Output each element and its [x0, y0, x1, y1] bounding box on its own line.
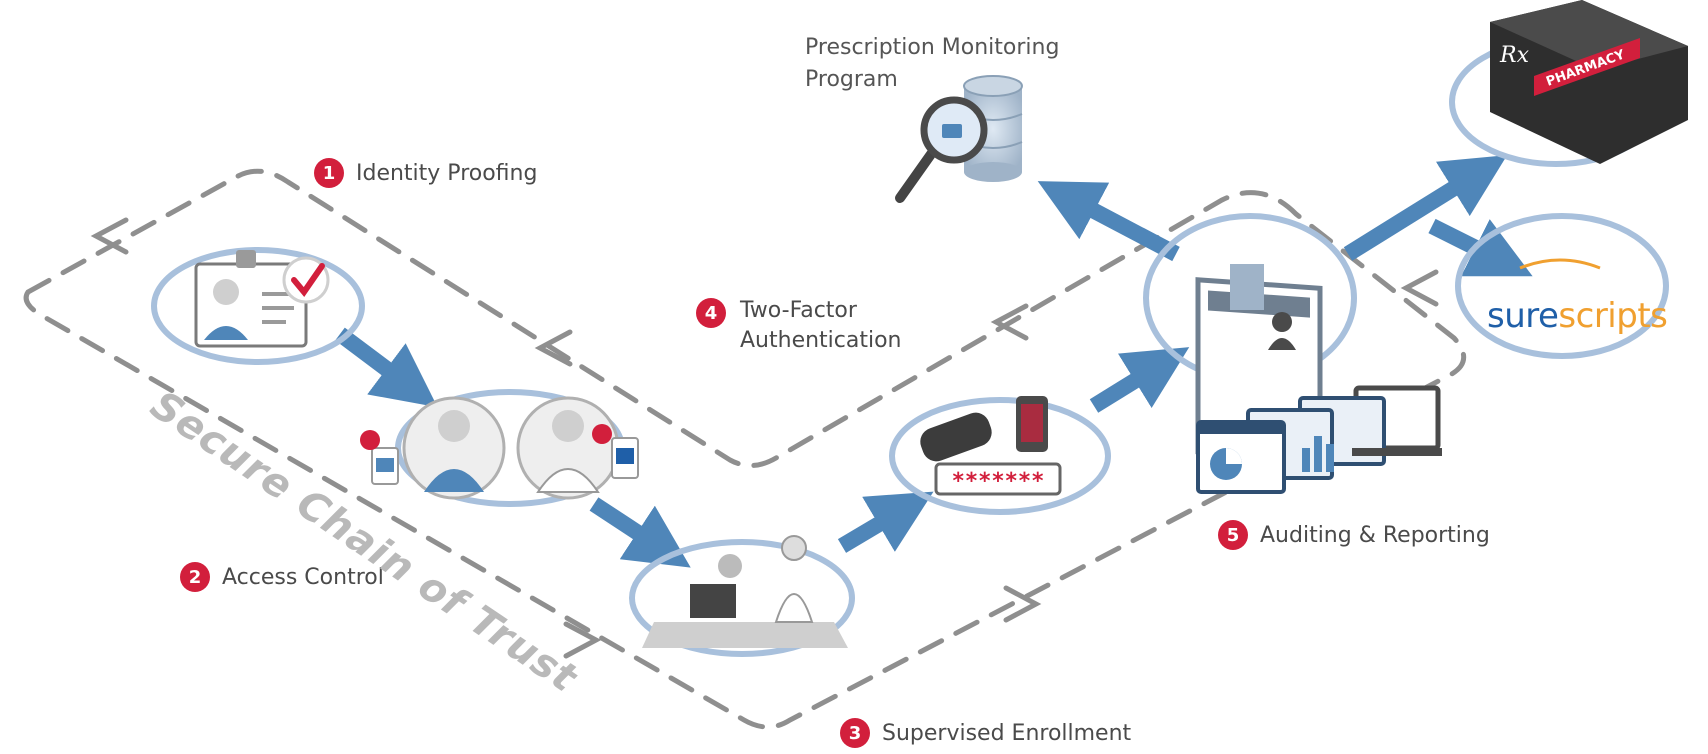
- magnifier-icon: [895, 96, 988, 203]
- reporting-screens-icon: [1196, 385, 1442, 494]
- id-card-ring: [151, 247, 365, 365]
- step-label: Access Control: [222, 564, 384, 590]
- step-auditing-reporting: 5 Auditing & Reporting: [1218, 520, 1490, 550]
- step-identity-proofing: 1 Identity Proofing: [314, 158, 537, 188]
- enrollment-ring: [629, 535, 855, 657]
- chain-chevrons: [90, 217, 1439, 659]
- pmp-label-line: Prescription Monitoring: [805, 35, 1060, 60]
- step-label: Two-Factor Authentication: [740, 296, 902, 356]
- pmp-label: Prescription Monitoring Program: [805, 32, 1059, 96]
- step-number-badge: 3: [840, 718, 870, 748]
- secure-chain-path: [23, 168, 1466, 730]
- surescripts-logo: surescripts: [1487, 296, 1668, 336]
- rx-bottle-icon: [592, 424, 639, 479]
- step-number-badge: 4: [696, 298, 726, 328]
- pmp-label-line: Program: [805, 67, 898, 92]
- rx-bottle-icon: [360, 430, 399, 485]
- surescripts-sure: sure: [1487, 296, 1559, 336]
- step-label: Identity Proofing: [356, 160, 538, 186]
- rx-symbol: Rx: [1499, 43, 1530, 68]
- step-supervised-enrollment: 3 Supervised Enrollment: [840, 718, 1131, 748]
- step-access-control: 2 Access Control: [180, 562, 384, 592]
- step-label: Supervised Enrollment: [882, 720, 1132, 746]
- pharmacy-building-icon: PHARMACY Rx: [1490, 0, 1688, 164]
- surescripts-scripts: scripts: [1558, 296, 1668, 336]
- step-label-line: Two-Factor: [740, 298, 857, 323]
- step-label: Auditing & Reporting: [1260, 522, 1490, 548]
- step-number-badge: 5: [1218, 520, 1248, 550]
- step-label-line: Authentication: [740, 328, 902, 353]
- step-number-badge: 2: [180, 562, 210, 592]
- database-icon: [963, 75, 1023, 182]
- surescripts-ring: [1455, 213, 1669, 359]
- step-number-badge: 1: [314, 158, 344, 188]
- password-mask: *******: [952, 469, 1045, 494]
- emr-label: EMR: [1212, 221, 1251, 240]
- doctors-ring: [395, 389, 625, 507]
- two-factor-ring: *******: [889, 396, 1111, 515]
- flow-arrows: [335, 155, 1533, 568]
